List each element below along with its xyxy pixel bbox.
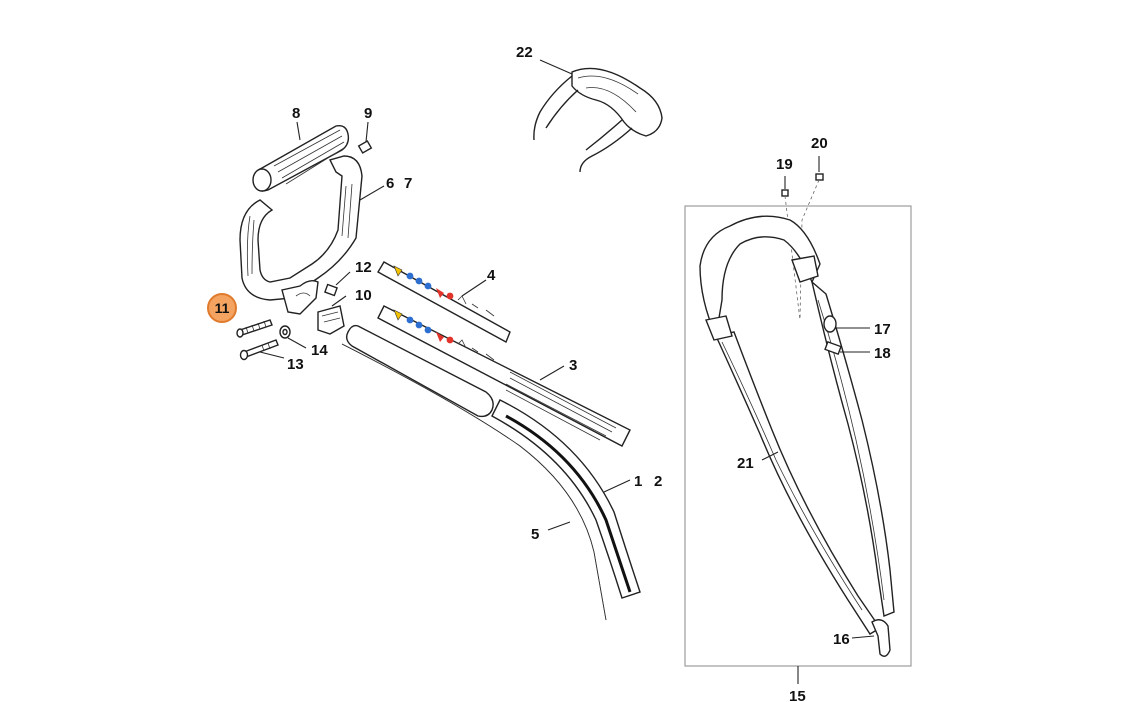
screw-20-part[interactable] xyxy=(815,173,824,181)
screw-9-part[interactable] xyxy=(357,140,373,154)
buckle-18-part[interactable] xyxy=(824,340,842,356)
callout-21[interactable]: 21 xyxy=(737,455,754,472)
callout-1[interactable]: 1 xyxy=(634,473,642,490)
harness-strap-part[interactable] xyxy=(699,215,895,635)
washer-14-part[interactable] xyxy=(279,325,291,339)
callout-20[interactable]: 20 xyxy=(811,135,828,152)
callout-2[interactable]: 2 xyxy=(654,473,662,490)
screw-11-part[interactable] xyxy=(236,319,273,338)
callout-9[interactable]: 9 xyxy=(364,105,372,122)
callout-18[interactable]: 18 xyxy=(874,345,891,362)
safety-glasses-part[interactable] xyxy=(533,67,663,173)
callout-17[interactable]: 17 xyxy=(874,321,891,338)
drive-shaft-5-part[interactable] xyxy=(341,343,607,621)
callout-14[interactable]: 14 xyxy=(311,342,328,359)
callout-10[interactable]: 10 xyxy=(355,287,372,304)
handle-grip-part[interactable] xyxy=(252,124,350,192)
shaft-tube-part[interactable] xyxy=(345,324,641,599)
screw-19-part[interactable] xyxy=(781,189,789,197)
callout-6[interactable]: 6 xyxy=(386,175,394,192)
loop-handle-part[interactable] xyxy=(239,155,363,315)
callout-8[interactable]: 8 xyxy=(292,105,300,122)
callout-22[interactable]: 22 xyxy=(516,44,533,61)
callout-3[interactable]: 3 xyxy=(569,357,577,374)
screw-13-part[interactable] xyxy=(239,339,279,361)
callout-11-highlight[interactable]: 11 xyxy=(207,293,237,323)
callout-19[interactable]: 19 xyxy=(776,156,793,173)
clamp-10-part[interactable] xyxy=(317,305,345,335)
callout-15[interactable]: 15 xyxy=(789,688,806,702)
callout-12[interactable]: 12 xyxy=(355,259,372,276)
callout-16[interactable]: 16 xyxy=(833,631,850,648)
callout-13[interactable]: 13 xyxy=(287,356,304,373)
callout-11[interactable]: 11 xyxy=(215,300,230,316)
callout-4[interactable]: 4 xyxy=(487,267,496,284)
nut-12-part[interactable] xyxy=(324,283,338,297)
snap-hook-16-part[interactable] xyxy=(871,619,891,657)
callout-7[interactable]: 7 xyxy=(404,175,412,192)
callout-5[interactable]: 5 xyxy=(531,526,539,543)
warning-label-4-part[interactable] xyxy=(377,261,511,343)
warning-label-3-part[interactable] xyxy=(377,305,631,447)
buckle-17-part[interactable] xyxy=(823,315,837,333)
